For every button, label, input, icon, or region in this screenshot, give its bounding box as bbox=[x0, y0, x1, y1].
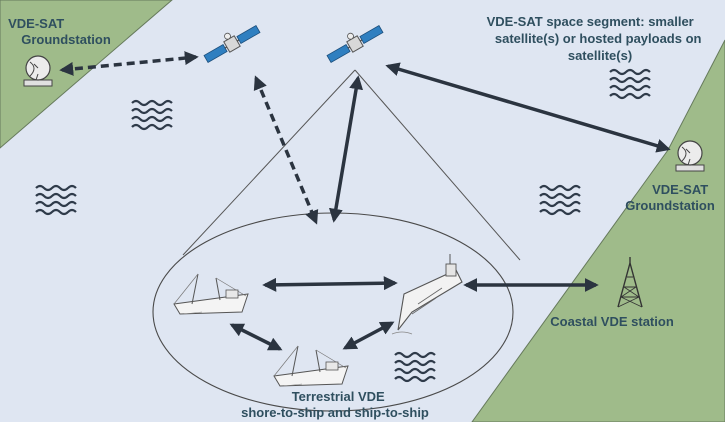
satellite-dish-icon bbox=[23, 55, 53, 87]
groundstation-right-label: VDE-SAT Groundstation bbox=[625, 182, 715, 213]
link-satellite-terrestrial-dashed bbox=[253, 75, 319, 225]
link-groundstation-satellite bbox=[59, 51, 199, 76]
coverage-line-right bbox=[354, 69, 521, 261]
link-boat-boat bbox=[229, 323, 283, 351]
link-boat-ship-lower bbox=[342, 321, 395, 350]
satellite-dish-icon bbox=[675, 140, 705, 172]
groundstation-left-label: VDE-SAT Groundstation bbox=[8, 16, 111, 47]
coastal-station-label: Coastal VDE station bbox=[550, 314, 674, 329]
terrestrial-label: Terrestrial VDE shore-to-ship and ship-t… bbox=[241, 389, 429, 420]
link-satellite-groundstation bbox=[385, 62, 671, 153]
space-segment-label: VDE-SAT space segment: smaller satellite… bbox=[487, 14, 705, 63]
land-right bbox=[471, 39, 725, 422]
link-boat-ship bbox=[262, 276, 398, 292]
link-satellite-terrestrial bbox=[328, 75, 364, 223]
